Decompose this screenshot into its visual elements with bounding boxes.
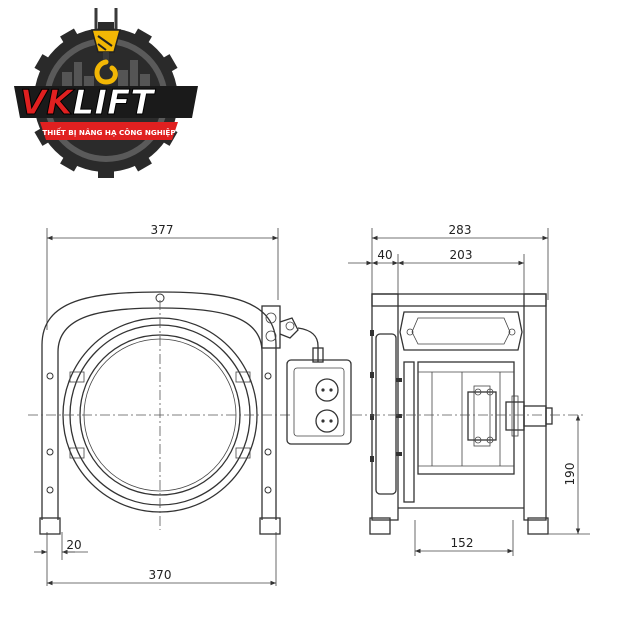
socket-outlet-top [315, 378, 339, 402]
logo-tagline: THIẾT BỊ NÂNG HẠ CÔNG NGHIỆP [42, 127, 175, 137]
top-crossbar [399, 311, 523, 351]
socket-outlet-bottom [315, 409, 339, 433]
socket-box [286, 359, 352, 445]
slip-ring-assembly [467, 385, 553, 447]
dim-offset: 40 [377, 248, 392, 262]
front-foot-left [39, 517, 61, 535]
drum-flange-mid [403, 361, 415, 503]
front-view: 377 [28, 223, 352, 586]
logo-brand-vk: VK [20, 83, 75, 123]
logo-brand: VKLIFT [20, 83, 156, 123]
vklift-logo: VKLIFT THIẾT BỊ NÂNG HẠ CÔNG NGHIỆP [14, 8, 198, 178]
dim-width-bottom: 370 [149, 568, 172, 582]
dim-axle-height: 190 [563, 463, 577, 486]
logo-tagline-ribbon [40, 122, 178, 140]
dim-width-top: 377 [151, 223, 174, 237]
side-view: 283 40 203 [348, 223, 590, 556]
cable-connector [261, 305, 324, 363]
dim-leg-width: 20 [66, 538, 81, 552]
drum-body [417, 361, 515, 475]
crane-hook-icon [91, 8, 121, 85]
socket-box-housing [286, 359, 352, 445]
front-foot-right [259, 517, 281, 535]
side-frame-right [523, 293, 547, 521]
dim-base-width: 152 [451, 536, 474, 550]
dim-frame-width: 203 [450, 248, 473, 262]
frame-arch-outer [41, 291, 277, 520]
logo-brand-lift: LIFT [73, 83, 157, 123]
dim-overall-width: 283 [449, 223, 472, 237]
drum-flange-left [375, 333, 397, 495]
logo-banner [14, 86, 198, 118]
